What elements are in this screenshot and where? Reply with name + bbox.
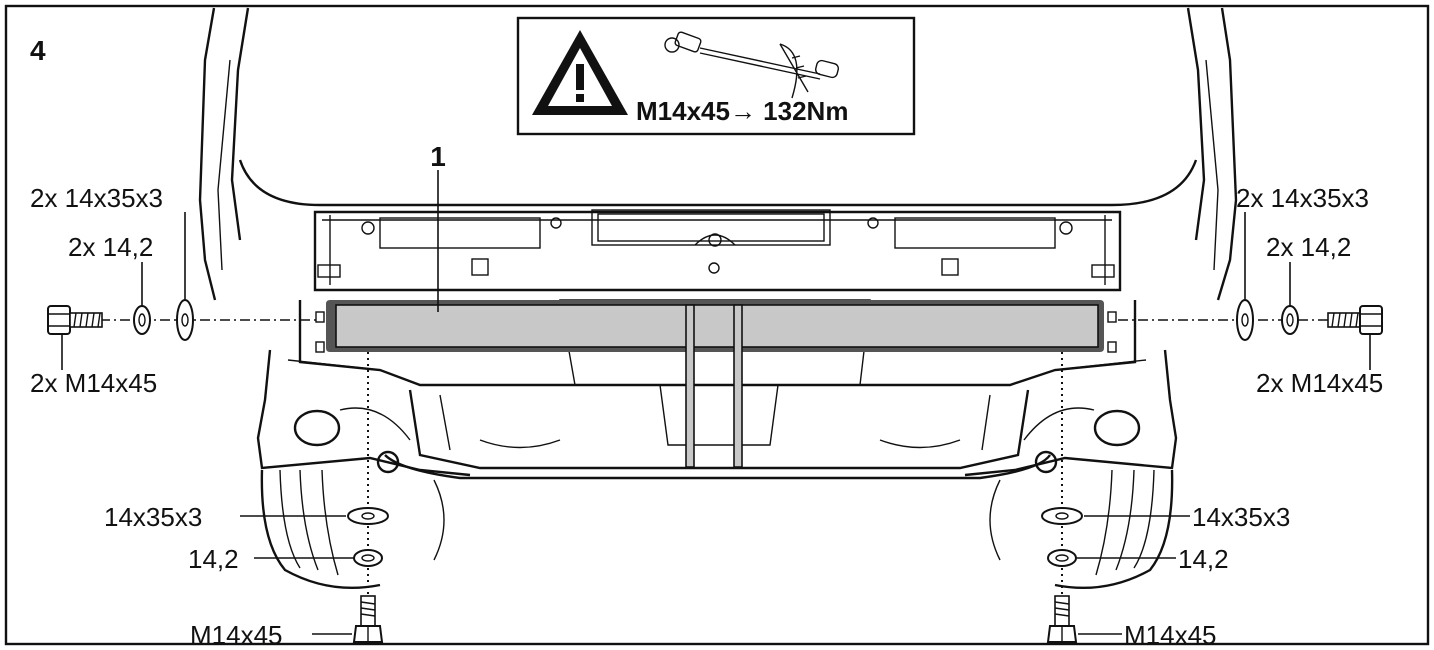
bottom-left-large-washer-icon [347,507,389,525]
bottom-right-large-washer-icon [1041,507,1083,525]
left-bolt-label: 2x M14x45 [30,368,157,398]
bottom-left-bolt-label: M14x45 [190,620,283,650]
left-hardware [47,212,316,370]
right-hardware [1118,212,1383,370]
left-bolt-icon [47,305,103,335]
bottom-right-large-washer-label: 14x35x3 [1192,502,1290,532]
step-number: 4 [30,35,46,66]
bottom-right-small-washer-label: 14,2 [1178,544,1229,574]
right-small-washer-label: 2x 14,2 [1266,232,1351,262]
torque-wrench-icon [664,31,840,99]
torque-box: M14x45→ 132Nm [516,16,916,136]
frame [4,4,1430,646]
torque-spec: M14x45→ 132Nm [636,96,848,126]
left-large-washer-icon [176,299,194,341]
bottom-left-small-washer-label: 14,2 [188,544,239,574]
bottom-left-bolt-icon [352,595,384,643]
right-large-washer-icon [1236,299,1254,341]
part-1-label: 1 [430,141,446,172]
right-bolt-icon [1327,305,1383,335]
warning-triangle-icon [532,30,628,115]
bottom-left-hardware [240,352,389,643]
left-small-washer-label: 2x 14,2 [68,232,153,262]
bottom-right-small-washer-icon [1047,549,1077,567]
right-small-washer-icon [1281,305,1299,335]
bottom-left-large-washer-label: 14x35x3 [104,502,202,532]
bottom-right-bolt-icon [1046,595,1078,643]
crossbar-part [315,300,1117,468]
bottom-right-hardware [1041,352,1190,643]
bottom-left-small-washer-icon [353,549,383,567]
left-large-washer-label: 2x 14x35x3 [30,183,163,213]
right-bolt-label: 2x M14x45 [1256,368,1383,398]
right-large-washer-label: 2x 14x35x3 [1236,183,1369,213]
bottom-right-bolt-label: M14x45 [1124,620,1217,650]
crossbar-body [335,304,1099,348]
left-small-washer-icon [133,305,151,335]
